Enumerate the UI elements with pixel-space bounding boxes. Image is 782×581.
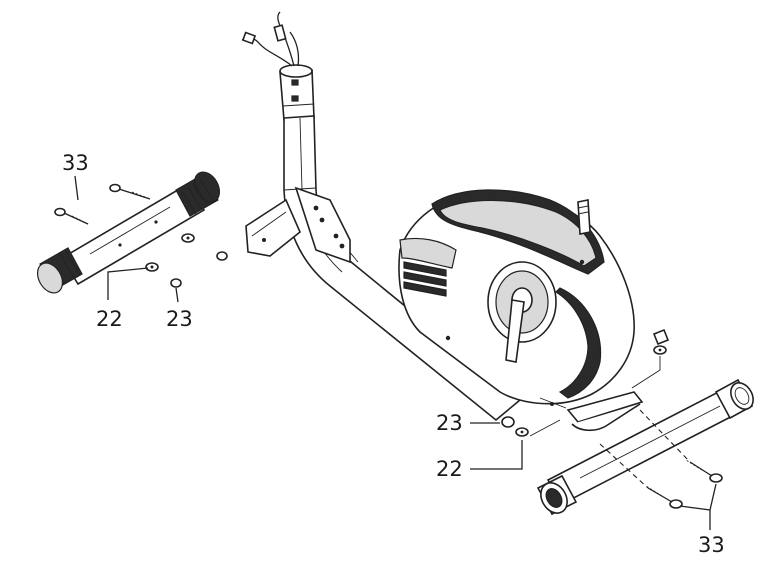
seat-post-bracket xyxy=(294,186,351,264)
rear-stabilizer-tube xyxy=(546,384,746,506)
leader-22-right xyxy=(470,440,523,470)
nut-23-right-upper xyxy=(652,328,670,346)
rear-bracket xyxy=(245,198,301,257)
flywheel-shroud xyxy=(398,189,635,405)
leader-33-left xyxy=(74,175,79,201)
front-stabilizer-assembly xyxy=(36,171,228,294)
handlebar-post xyxy=(577,199,591,235)
callout-23-right: 23 xyxy=(436,411,463,435)
shroud-vents xyxy=(403,261,447,297)
nut-23-right-lower xyxy=(501,416,515,428)
callout-33-left: 33 xyxy=(62,151,89,175)
callout-23-left: 23 xyxy=(166,307,193,331)
callout-22-left: 22 xyxy=(96,307,123,331)
callout-22-right: 22 xyxy=(436,457,463,481)
front-stabilizer-end-cap-left xyxy=(36,247,83,294)
washer-22-left-upper xyxy=(181,233,195,243)
front-stabilizer-end-cap-right xyxy=(175,171,221,217)
rear-stabilizer-end-cap-left xyxy=(536,474,578,516)
rear-stabilizer-bracket xyxy=(539,391,644,432)
washer-22-left-lower xyxy=(145,262,159,272)
crank-hub xyxy=(487,261,557,363)
washer-22-right-upper xyxy=(653,345,667,355)
nut-23-left-lower xyxy=(170,278,182,288)
callout-33-right: 33 xyxy=(698,533,725,557)
bolt-33-right-upper xyxy=(685,459,723,483)
seat-post-tube xyxy=(279,64,315,121)
leader-22-left xyxy=(107,267,149,300)
rear-stabilizer-end-cap-right xyxy=(714,378,754,420)
washer-22-right-lower xyxy=(515,427,529,437)
bolt-33-lower-left xyxy=(54,207,89,225)
bolt-33-upper-left xyxy=(109,183,151,200)
sensor-cables xyxy=(241,11,300,67)
leader-33-right xyxy=(679,483,717,530)
bolt-33-right-lower xyxy=(645,485,683,509)
rear-stabilizer-assembly xyxy=(536,378,754,516)
leader-23-left xyxy=(175,287,179,303)
nut-23-left-upper xyxy=(216,251,228,261)
